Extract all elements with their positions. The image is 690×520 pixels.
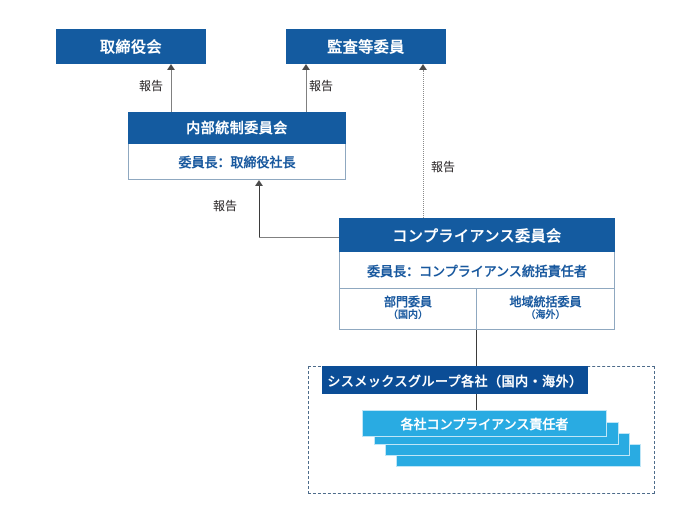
node-board-of-directors: 取締役会 xyxy=(56,29,206,64)
connector-icc-to-board-arrow-icon xyxy=(167,64,175,70)
group-compliance-officer-card-front: 各社コンプライアンス責任者 xyxy=(362,410,607,437)
node-audit-committee: 監査等委員 xyxy=(286,29,446,64)
connector-label-icc-to-audit: 報告 xyxy=(309,79,334,93)
node-compliance-committee-department-members: 部門委員 （国内） xyxy=(339,289,477,330)
node-compliance-committee-header: コンプライアンス委員会 xyxy=(339,218,615,252)
connector-cc-to-audit-arrow-icon xyxy=(419,64,427,70)
connector-cc-to-audit-dotted-line xyxy=(423,70,424,218)
connector-group-header-to-cards-line xyxy=(476,394,477,412)
node-group-companies-header: シスメックスグループ各社（国内・海外） xyxy=(322,366,588,394)
department-members-scope: （国内） xyxy=(388,310,428,322)
node-compliance-committee-regional-members: 地域統括委員 （海外） xyxy=(477,289,615,330)
node-internal-control-committee-header: 内部統制委員会 xyxy=(128,112,346,144)
connector-label-icc-to-board: 報告 xyxy=(139,79,164,93)
connector-cc-to-group-line-upper xyxy=(476,330,477,366)
connector-icc-to-board-line xyxy=(171,70,172,112)
connector-cc-to-icc-vertical-line xyxy=(259,186,260,238)
connector-icc-to-audit-line xyxy=(306,70,307,112)
node-internal-control-committee-chair: 委員長：取締役社長 xyxy=(128,144,346,180)
connector-cc-to-icc-arrow-icon xyxy=(255,180,263,186)
regional-members-label: 地域統括委員 xyxy=(509,295,582,310)
regional-members-scope: （海外） xyxy=(525,310,566,322)
node-compliance-committee-chair: 委員長：コンプライアンス統括責任者 xyxy=(339,252,615,289)
connector-label-cc-to-icc: 報告 xyxy=(213,199,238,213)
connector-label-cc-to-audit: 報告 xyxy=(431,160,456,174)
connector-cc-to-icc-horizontal-line xyxy=(259,237,339,238)
department-members-label: 部門委員 xyxy=(383,295,432,310)
connector-icc-to-audit-arrow-icon xyxy=(302,64,310,70)
